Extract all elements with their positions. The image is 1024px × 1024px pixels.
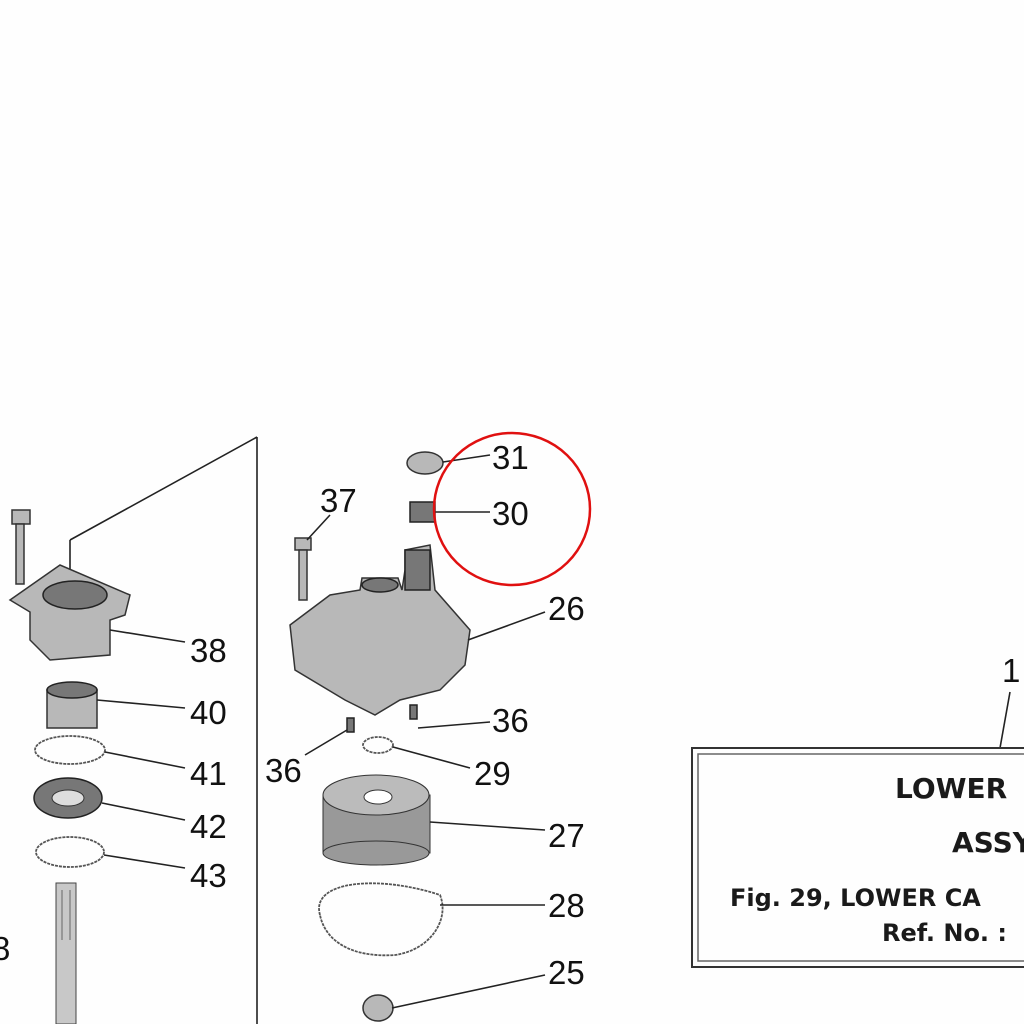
callout-30: 30 [492, 495, 529, 532]
part-27-impeller [322, 774, 546, 866]
part-42-seal [33, 777, 186, 821]
leader-line [69, 436, 258, 541]
leader-line [999, 691, 1011, 749]
callout-31: 31 [492, 439, 529, 476]
part-31-nut [406, 451, 491, 475]
title-line-1: LOWER [895, 772, 1007, 805]
callout-36: 36 [265, 752, 302, 789]
title-line-3: Fig. 29, LOWER CA [730, 884, 981, 912]
title-box: LOWER ASSY Fig. 29, LOWER CA Ref. No. : [691, 747, 1024, 968]
part-37-bolt [294, 514, 331, 601]
title-line-4: Ref. No. : [882, 919, 1007, 947]
callout-37: 37 [320, 482, 357, 519]
callout-25: 25 [548, 954, 585, 991]
part-29-oring [362, 736, 471, 769]
part-40-bearing [46, 681, 186, 729]
callout-28: 28 [548, 887, 585, 924]
part-38-housing [8, 564, 186, 661]
callout-29: 29 [474, 755, 511, 792]
part-36-pins [304, 704, 491, 756]
bolt-part [11, 509, 31, 585]
callout-41: 41 [190, 755, 227, 792]
title-line-2: ASSY [952, 826, 1024, 859]
callout-42: 42 [190, 808, 227, 845]
drive-shaft [55, 882, 77, 1024]
callout-27: 27 [548, 817, 585, 854]
callout-40: 40 [190, 694, 227, 731]
callout-26: 26 [548, 590, 585, 627]
part-43-oring [35, 836, 186, 869]
part-26-pump-housing [289, 544, 546, 716]
callout-38: 38 [190, 632, 227, 669]
callout-8: 8 [0, 930, 10, 967]
part-30-collar [409, 501, 490, 523]
callout-1: 1 [1002, 652, 1020, 689]
highlight-circle [432, 431, 592, 587]
callout-36: 36 [492, 702, 529, 739]
part-25-nut [362, 974, 546, 1022]
callout-43: 43 [190, 857, 227, 894]
part-41-gasket [34, 735, 186, 769]
part-28-gasket [318, 882, 545, 957]
